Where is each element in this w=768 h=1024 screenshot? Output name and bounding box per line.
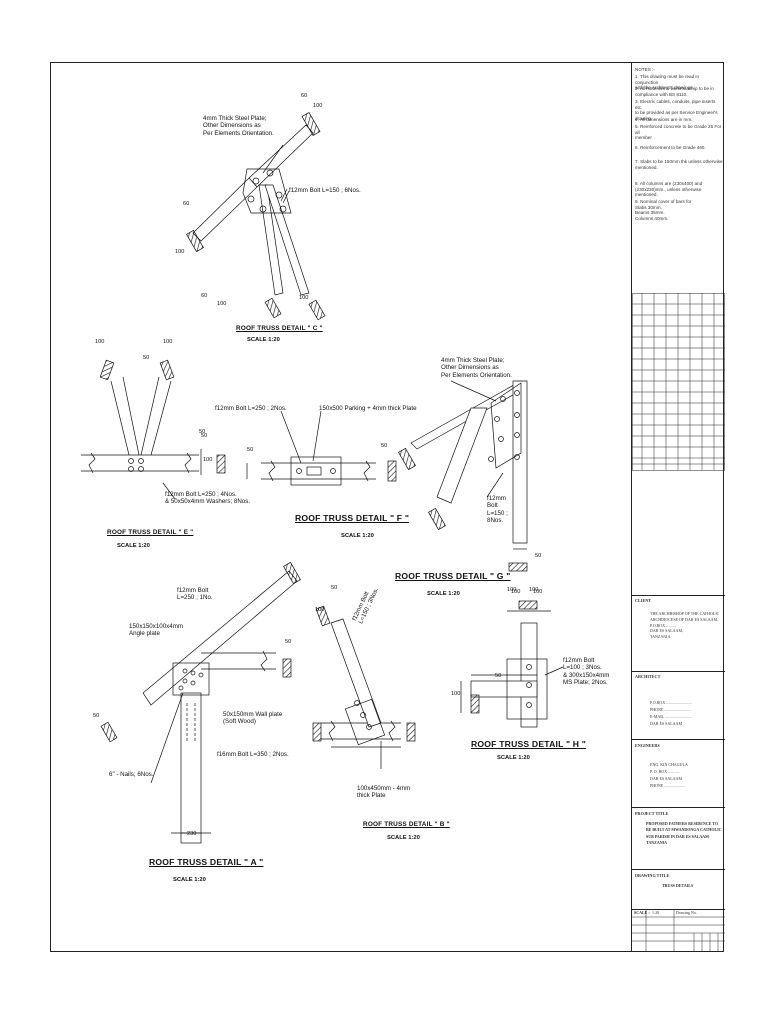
detail-g-scale: SCALE 1:20	[427, 591, 460, 597]
detail-h-dim: 100	[529, 587, 539, 593]
drawing-no-label: Drawing No.	[676, 910, 697, 915]
detail-a-dim: 230	[187, 831, 197, 837]
detail-a-dim: 50	[93, 713, 100, 719]
detail-f-packing-note: 150x500 Parking + 4mm thick Plate	[319, 405, 417, 412]
note-item: 7. Slabs to be 150mm thk unless otherwis…	[635, 159, 723, 170]
detail-h-scale: SCALE 1:20	[497, 755, 530, 761]
detail-e-bolt-note: f12mm Bolt L=250 ; 4Nos. & 50x50x4mm Was…	[165, 491, 251, 506]
detail-a-bolt-note: f12mm Bolt L=250 ; 1No.	[177, 587, 213, 602]
project-text: PROPOSED FATHERS RESIDENCE TO BE BUILT A…	[646, 821, 722, 846]
detail-c-drawing	[186, 111, 326, 321]
detail-f-dim: 50	[381, 443, 388, 449]
detail-c-dim: 100	[175, 249, 185, 255]
scale-value: 1:20	[652, 910, 660, 915]
detail-f-drawing	[246, 410, 397, 486]
detail-c-dim: 100	[217, 301, 227, 307]
divider	[632, 909, 725, 910]
detail-b-title: ROOF TRUSS DETAIL " B "	[363, 821, 450, 828]
engineer-label: ENGINEERS	[635, 743, 660, 748]
detail-f-bolt-note: f12mm Bolt L=250 ; 2Nos.	[215, 405, 287, 412]
detail-a-scale: SCALE 1:20	[173, 877, 206, 883]
architect-text: P.O.BOX .......................... PHONE…	[650, 700, 693, 726]
detail-e-dim: 100	[95, 339, 105, 345]
client-label: CLIENT	[635, 598, 652, 603]
detail-h-bolt-note: f12mm Bolt L=100 ; 3Nos. & 300x150x4mm M…	[563, 657, 610, 687]
divider	[632, 671, 725, 672]
detail-g-bolt-note: f12mm Bolt L=150 ; 8Nos.	[487, 495, 508, 525]
detail-h-dim: 50	[495, 673, 502, 679]
engineer-text: ENG. KIN CHAGULA P. O. BOX ........... D…	[650, 762, 688, 788]
detail-f-dim: 50	[247, 447, 254, 453]
detail-b-dim: 50	[331, 585, 338, 591]
client-text: THE ARCHBISHOP OF THE CATHOLIC ARCHDIOCE…	[650, 611, 720, 640]
detail-c-title: ROOF TRUSS DETAIL " C "	[236, 325, 323, 332]
detail-e-dim: 50	[201, 433, 208, 439]
detail-c-dim: 100	[313, 103, 323, 109]
notes-header: NOTES :-	[635, 67, 655, 72]
detail-g-dim: 50	[535, 553, 542, 559]
detail-c-scale: SCALE 1:20	[247, 337, 280, 343]
detail-e-title: ROOF TRUSS DETAIL " E "	[107, 529, 194, 536]
project-label: PROJECT TITLE	[635, 811, 669, 816]
divider	[632, 739, 725, 740]
detail-e-dim: 50	[143, 355, 150, 361]
detail-f-scale: SCALE 1:20	[341, 533, 374, 539]
title-block: NOTES :- 1. This drawing must be read in…	[631, 63, 725, 951]
detail-a-nails-note: 6" - Nails; 6Nos.	[109, 771, 154, 778]
note-item: 4. All dimensions are in mm.	[635, 117, 693, 122]
note-item: 8. All columns are (230x400) and (230x23…	[635, 181, 703, 198]
drawing-title-label: DRAWING TITLE	[635, 873, 670, 878]
detail-h-title: ROOF TRUSS DETAIL " H "	[471, 739, 587, 749]
note-item: 2. All materials & workmanship to be in …	[635, 86, 714, 97]
detail-g-drawing	[398, 380, 528, 572]
detail-g-plate-note: 4mm Thick Steel Plate; Other Dimensions …	[441, 357, 512, 379]
detail-c-bolt-note: f12mm Bolt L=150 ; 6Nos.	[289, 187, 361, 194]
detail-c-dim: 100	[299, 295, 309, 301]
detail-c-dim: 60	[201, 293, 208, 299]
detail-a-bolt16-note: f16mm Bolt L=350 ; 2Nos.	[217, 751, 289, 758]
detail-e-drawing	[81, 359, 226, 500]
divider	[632, 869, 725, 870]
note-item: 1. This drawing must be read in conjunct…	[635, 74, 700, 91]
detail-h-dim: 100	[507, 587, 517, 593]
detail-c-dim: 60	[301, 93, 308, 99]
detail-g-dim: 100	[511, 589, 521, 595]
detail-f-title: ROOF TRUSS DETAIL " F "	[295, 513, 410, 523]
note-item: 3. Electric cables, conduits, pipe inser…	[635, 99, 718, 121]
drawing-info-table	[632, 909, 725, 951]
detail-b-scale: SCALE 1:20	[387, 835, 420, 841]
drawing-sheet: 4mm Thick Steel Plate; Other Dimensions …	[50, 62, 725, 952]
detail-a-title: ROOF TRUSS DETAIL " A "	[149, 857, 264, 867]
detail-g-dim: 100	[533, 589, 543, 595]
detail-f-dim: 50	[199, 429, 206, 435]
scale-label: SCALE :	[634, 910, 650, 915]
detail-c-plate-note: 4mm Thick Steel Plate; Other Dimensions …	[203, 115, 274, 137]
detail-g-title: ROOF TRUSS DETAIL " G "	[395, 571, 511, 581]
detail-e-scale: SCALE 1:20	[117, 543, 150, 549]
note-item: 9. Nominal cover of bars for Slabs 30mm.…	[635, 199, 692, 221]
note-item: 6. Reinforcement to be Grade 460.	[635, 145, 706, 150]
detail-a-wallplate-note: 50x150mm Wall plate (Soft Wood)	[223, 711, 283, 726]
detail-a-dim: 50	[285, 639, 292, 645]
truss-details-drawing	[81, 111, 564, 844]
drawing-area: 4mm Thick Steel Plate; Other Dimensions …	[51, 63, 631, 951]
detail-h-drawing	[460, 600, 564, 728]
detail-a-drawing	[100, 561, 301, 844]
detail-b-plate-note: 100x450mm - 4mm thick Plate	[357, 785, 411, 800]
note-item: 5. Reinforced concrete to be Grade 25 Fo…	[635, 124, 722, 141]
divider	[632, 807, 725, 808]
divider	[632, 595, 725, 596]
detail-b-dim: 100	[315, 607, 325, 613]
detail-h-dim: 100	[451, 691, 461, 697]
drawing-title-text: TRUSS DETAILS	[662, 883, 694, 888]
detail-c-dim: 60	[183, 201, 190, 207]
detail-e-dim: 100	[203, 457, 213, 463]
revision-table	[632, 293, 725, 471]
detail-a-angle-note: 150x150x100x4mm Angle plate	[129, 623, 184, 638]
detail-e-dim: 100	[163, 339, 173, 345]
detail-b-drawing	[312, 605, 416, 769]
architect-label: ARCHITECT	[635, 674, 661, 679]
